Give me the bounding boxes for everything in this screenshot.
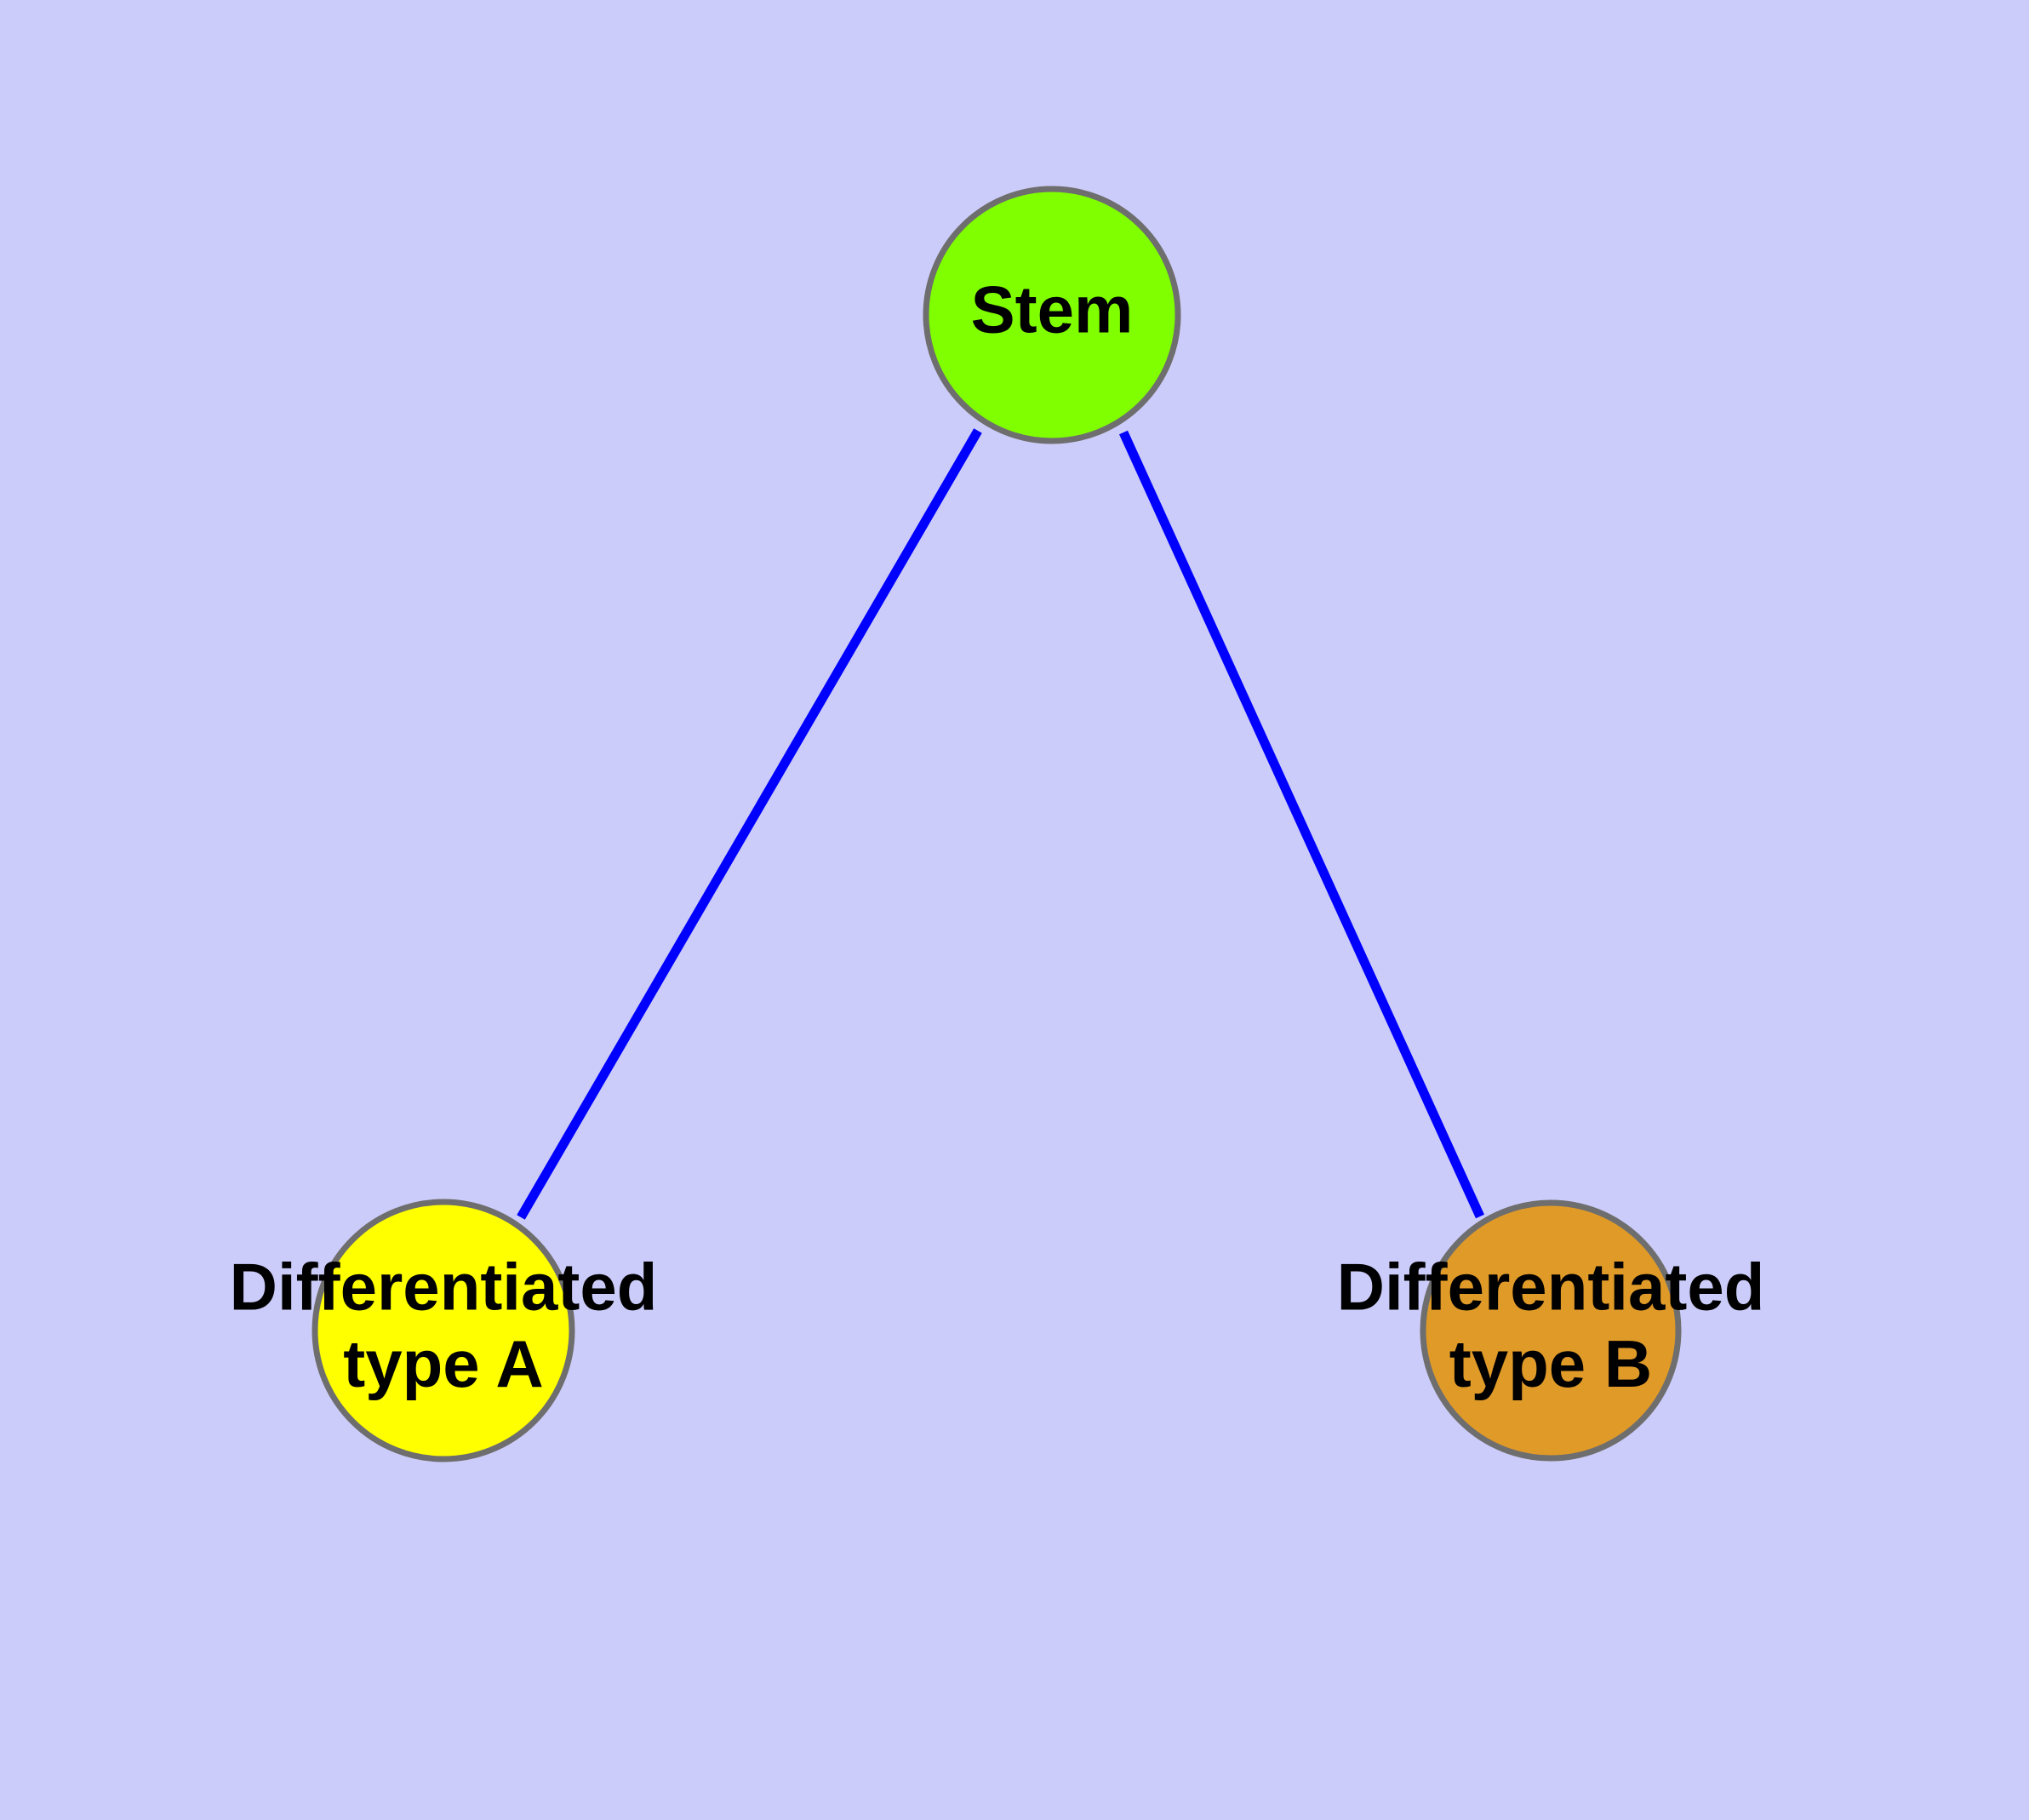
node-differentiated-type-b-label-line-1: Differentiated <box>1337 1249 1765 1324</box>
node-stem-circle[interactable] <box>923 186 1181 444</box>
node-differentiated-type-a-label-line-2: type A <box>343 1326 544 1401</box>
node-stem-label-line-1: Stem <box>971 272 1134 347</box>
edge-stem-to-differentiated-type-b[interactable] <box>1118 430 1485 1219</box>
node-differentiated-type-a-circle[interactable] <box>311 1199 575 1462</box>
node-differentiated-type-b[interactable] <box>1420 1199 1682 1462</box>
node-differentiated-type-b-circle[interactable] <box>1420 1199 1682 1462</box>
edge-layer <box>517 428 1485 1220</box>
edge-stem-to-differentiated-type-a[interactable] <box>517 428 982 1220</box>
node-differentiated-type-b-label-line-2: type B <box>1449 1326 1652 1401</box>
label-layer: Stem Differentiated type A Differentiate… <box>230 272 1765 1401</box>
node-layer <box>311 186 1682 1462</box>
node-stem[interactable] <box>923 186 1181 444</box>
node-differentiated-type-a-label-line-1: Differentiated <box>230 1249 658 1324</box>
node-differentiated-type-a[interactable] <box>311 1199 575 1462</box>
